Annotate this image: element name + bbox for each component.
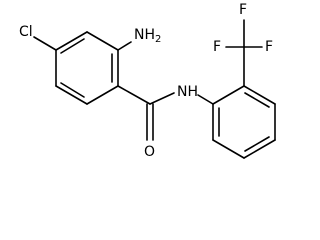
ring1-double-bond-2	[60, 82, 85, 98]
ring2-double-bond-1	[244, 92, 270, 108]
chloroaniline-ring	[55, 31, 119, 105]
amide-n-label: N	[177, 84, 187, 100]
trifluoromethylphenyl-ring	[212, 85, 276, 159]
chlorine-label: Cl	[19, 24, 33, 40]
amide-group	[117, 85, 214, 141]
fluorine-right-label: F	[265, 39, 273, 55]
ring1-bond-c5-c6	[86, 85, 119, 105]
ring1-bond-c2-c3	[55, 31, 88, 51]
ring1-double-bond-1	[60, 38, 85, 54]
amino-nh-label: NH	[134, 27, 155, 43]
ring1-bond-c4-c5	[55, 85, 88, 105]
chemical-structure: Cl NH2 O NH F F F	[19, 2, 276, 160]
amino-subscript-2: 2	[155, 34, 161, 45]
bond-ring-carbonyl	[117, 85, 151, 105]
amide-nitrogen-label: NH	[177, 84, 198, 100]
ring2-bond-c1-c2	[212, 85, 245, 105]
carbonyl-oxygen-label: O	[144, 144, 155, 160]
ring2-double-bond-2	[244, 136, 270, 152]
fluorine-left-label: F	[213, 39, 221, 55]
bond-carbonyl-nh	[149, 92, 175, 105]
ring2-bond-c4-c5	[243, 139, 276, 159]
trifluoromethyl-group	[225, 19, 263, 87]
bond-nh-ring	[197, 94, 214, 105]
amino-group-label: NH2	[134, 27, 161, 45]
ring2-bond-c2-c3	[243, 85, 276, 105]
amide-h-label: H	[187, 84, 198, 100]
bond-c4-cl	[33, 36, 57, 51]
ring1-bond-c1-c2	[86, 31, 119, 51]
fluorine-top-label: F	[239, 2, 247, 18]
ring2-bond-c5-c6	[212, 139, 245, 159]
bond-c2-nh2	[117, 41, 132, 51]
